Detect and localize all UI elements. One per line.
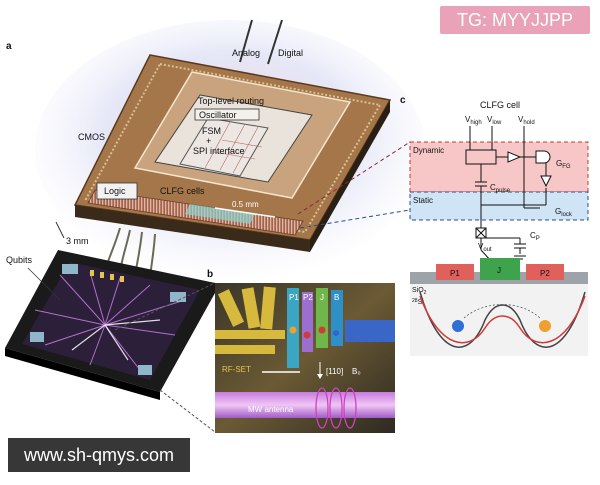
label-dir: [110]: [326, 367, 343, 376]
dot-p2: [303, 331, 311, 339]
label-c-j: J: [497, 266, 501, 275]
gate-stack-p1: [436, 264, 474, 280]
analog-lead: [239, 19, 253, 63]
qubit-bond-pads: [30, 264, 186, 375]
potential-black: [419, 291, 586, 348]
link-a-b-top: [114, 282, 216, 331]
link-a-c-bottom: [299, 209, 411, 229]
fsm-block: [179, 117, 269, 177]
circuit-wires: [465, 126, 547, 263]
clfg-highlight: [185, 204, 255, 224]
gate-stack-p2: [526, 264, 564, 280]
b0-arrowhead: [317, 374, 323, 379]
watermark-tag: TG: MYYJJPP: [440, 6, 590, 34]
label-b-b: B: [334, 293, 339, 302]
label-plus: +: [206, 136, 211, 146]
label-qubits: Qubits: [6, 255, 33, 265]
oscillator-box: [194, 108, 260, 121]
label-glock: Glock: [555, 207, 573, 218]
gate-stack-j: [480, 258, 520, 280]
inverter-triangle: [540, 175, 552, 188]
qubit-fanout-white: [71, 319, 161, 361]
link-a-b-bottom: [159, 389, 216, 433]
static-region: [409, 191, 589, 221]
label-static: Static: [413, 196, 433, 205]
panel-b: b P1 P2 J B RF-SET [110] B₀: [207, 269, 395, 433]
buffer-triangle: [507, 151, 522, 163]
terminal-cross-2: [475, 227, 487, 239]
label-logic: Logic: [104, 186, 126, 196]
digital-lead: [267, 19, 283, 65]
label-clfg-cells: CLFG cells: [160, 186, 205, 196]
label-top-routing: Top-level routing: [198, 96, 264, 106]
mw-field-loops: [315, 387, 357, 429]
spin-orange: [539, 320, 551, 332]
label-vhigh: Vhigh: [465, 115, 482, 126]
link-a-c-top: [297, 141, 411, 215]
label-b-p2: P2: [303, 293, 313, 302]
qubit-fanout: [34, 271, 186, 371]
cmos-chip-side-front: [75, 205, 310, 252]
panel-b-letter: b: [207, 269, 213, 280]
qubits-pointer: [27, 267, 61, 301]
label-dynamic: Dynamic: [413, 146, 444, 155]
dot-p1: [289, 326, 297, 334]
label-cp: CP: [530, 231, 540, 242]
label-analog: Analog: [232, 48, 260, 58]
label-c-p1: P1: [450, 269, 460, 278]
blue-lead: [345, 320, 395, 342]
panel-a: Top-level routing Oscillator FSM + SPI i…: [5, 19, 425, 400]
label-digital: Digital: [278, 48, 303, 58]
label-vhold: Vhold: [518, 115, 535, 126]
mw-antenna: [215, 392, 395, 418]
label-spi: SPI interface: [193, 146, 245, 156]
label-sio2: SiO2: [412, 287, 427, 296]
exchange-arrow: [463, 304, 541, 319]
si28-substrate: [410, 284, 588, 356]
logic-box: [96, 182, 138, 200]
dot-b: [333, 330, 339, 336]
dot-j: [318, 326, 326, 334]
bond-pad-ring: [84, 62, 382, 234]
and-gate: [535, 150, 551, 164]
potential-red: [419, 295, 586, 344]
label-clfg-cell: CLFG cell: [480, 100, 520, 110]
cmos-chip-side-right: [310, 100, 390, 252]
dynamic-region: [409, 141, 589, 193]
qubit-yellow-pins: [90, 270, 124, 282]
panel-a-letter: a: [6, 41, 12, 52]
label-vlow: Vlow: [487, 115, 502, 126]
fsm-grid: [204, 121, 263, 174]
panel-c: c CLFG cell Dynamic Static Vhigh Vlow Vh…: [400, 95, 589, 356]
spin-blue: [452, 320, 464, 332]
size-arrow: [55, 221, 65, 239]
qubit-chip-surface: [22, 262, 200, 380]
label-c-p2: P2: [540, 269, 550, 278]
label-fsm: FSM: [202, 126, 221, 136]
label-b-j: J: [320, 293, 324, 302]
qubit-chip-side: [5, 348, 160, 400]
watermark-url: www.sh-qmys.com: [8, 438, 190, 472]
yellow-gates: [215, 286, 285, 354]
label-vout: Vout: [478, 242, 492, 253]
label-cpulse: Cpulse: [490, 183, 511, 194]
label-size: 3 mm: [66, 236, 89, 246]
label-oscillator: Oscillator: [199, 110, 237, 120]
label-b-p1: P1: [289, 293, 299, 302]
label-gfg: GFG: [556, 159, 571, 170]
label-rf-set: RF-SET: [222, 365, 251, 374]
panel-c-letter: c: [400, 95, 406, 106]
label-b0: B₀: [352, 367, 361, 376]
label-mw: MW antenna: [248, 405, 294, 414]
gate-p2: [302, 292, 313, 352]
gate-j: [316, 288, 328, 348]
label-cmos: CMOS: [78, 132, 105, 142]
scale-bar: [214, 207, 276, 218]
label-si28: 28Si: [412, 298, 424, 306]
label-scale: 0.5 mm: [232, 200, 259, 209]
